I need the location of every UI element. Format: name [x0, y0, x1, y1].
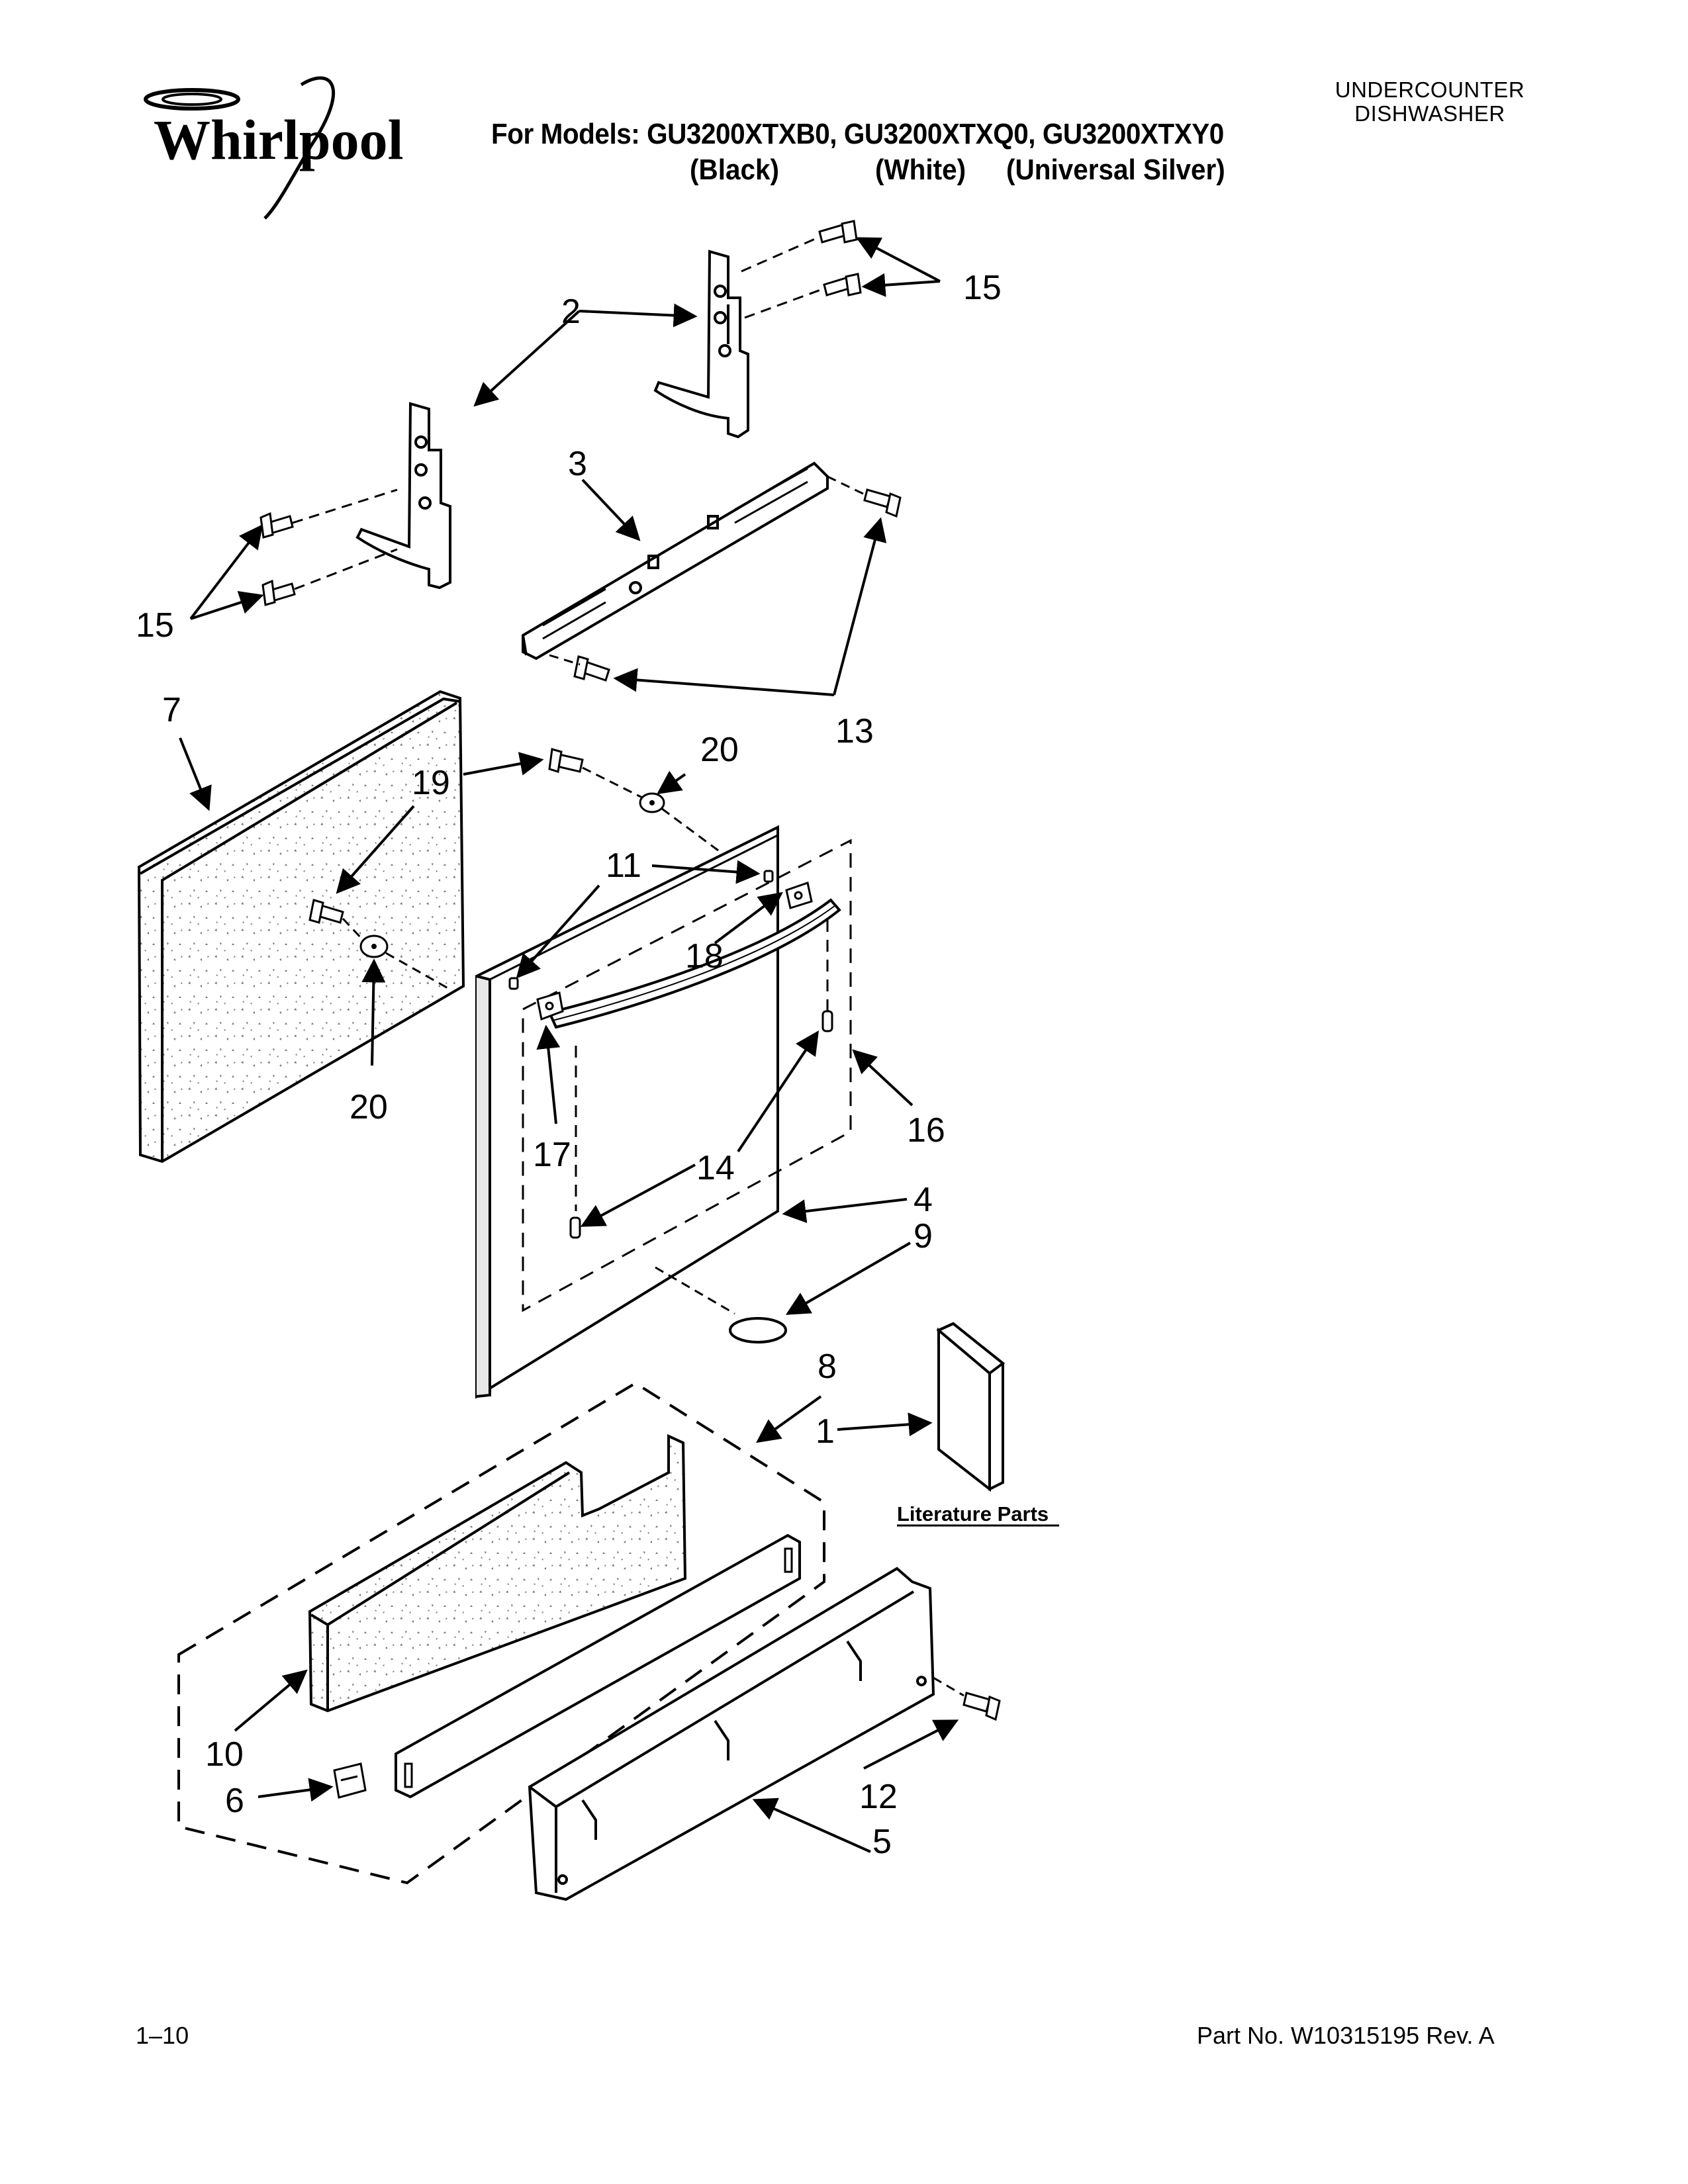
mounting-rail — [522, 461, 829, 660]
callout-18: 18 — [685, 937, 724, 976]
callout-15-lower: 15 — [136, 606, 174, 645]
callout-14: 14 — [696, 1149, 735, 1187]
screw-19-upper — [548, 748, 584, 773]
screw-15-lower — [259, 512, 296, 606]
callout-19: 19 — [412, 764, 450, 802]
end-cap-18 — [785, 882, 813, 909]
screw-15-upper — [818, 220, 862, 296]
door-assembly-outline — [522, 839, 852, 1312]
callout-3: 3 — [568, 445, 587, 483]
outer-door-panel — [475, 825, 779, 1399]
toe-panel-bracket — [395, 1533, 801, 1799]
toe-panel-kit-outline — [177, 1381, 825, 1885]
screw-19-lower — [308, 899, 344, 924]
callout-13: 13 — [835, 712, 874, 751]
hinge-bracket-right — [653, 250, 749, 439]
screw-13-left — [573, 655, 610, 682]
page-number: 1–10 — [136, 2022, 189, 2049]
callout-7: 7 — [162, 691, 181, 729]
callout-15-upper: 15 — [963, 269, 1002, 307]
toe-panel — [528, 1567, 935, 1901]
color-black: (Black) — [690, 154, 779, 186]
callout-8: 8 — [818, 1347, 837, 1386]
callout-2: 2 — [561, 293, 581, 331]
color-silver: (Universal Silver) — [1006, 154, 1225, 186]
pin-11 — [508, 870, 774, 990]
callout-11: 11 — [606, 846, 641, 885]
callout-6: 6 — [225, 1782, 244, 1820]
insulation-panel — [137, 690, 465, 1163]
product-type: UNDERCOUNTER DISHWASHER — [1297, 78, 1562, 126]
callout-20-lower: 20 — [350, 1088, 388, 1126]
screw-13-right — [863, 488, 902, 518]
callout-10: 10 — [205, 1735, 244, 1774]
callout-9: 9 — [914, 1217, 933, 1255]
color-white: (White) — [875, 154, 966, 186]
literature-parts-booklet — [936, 1322, 1006, 1492]
door-handle — [547, 898, 841, 1029]
callout-4: 4 — [914, 1181, 933, 1219]
callout-12: 12 — [859, 1778, 898, 1816]
callout-5: 5 — [872, 1823, 892, 1861]
logo-text: Whirlpool — [154, 108, 404, 171]
product-type-line2: DISHWASHER — [1354, 101, 1505, 126]
callout-16: 16 — [907, 1111, 945, 1150]
literature-parts-label: Literature Parts — [897, 1502, 1049, 1525]
models-line: For Models: GU3200XTXB0, GU3200XTXQ0, GU… — [491, 118, 1224, 150]
toe-insulation-strip — [308, 1433, 687, 1713]
hinge-bracket-left — [355, 402, 451, 590]
callout-20-upper: 20 — [700, 731, 739, 769]
end-cap-17 — [536, 991, 564, 1021]
pin-14 — [569, 1010, 833, 1239]
product-type-line1: UNDERCOUNTER — [1335, 77, 1525, 102]
callout-17: 17 — [533, 1136, 571, 1174]
whirlpool-logo: Whirlpool — [144, 76, 404, 220]
label-pad-9 — [729, 1317, 787, 1343]
clip-6 — [333, 1762, 367, 1799]
callout-1: 1 — [816, 1412, 835, 1451]
screw-12 — [962, 1692, 1001, 1721]
part-number: Part No. W10315195 Rev. A — [1197, 2022, 1495, 2049]
